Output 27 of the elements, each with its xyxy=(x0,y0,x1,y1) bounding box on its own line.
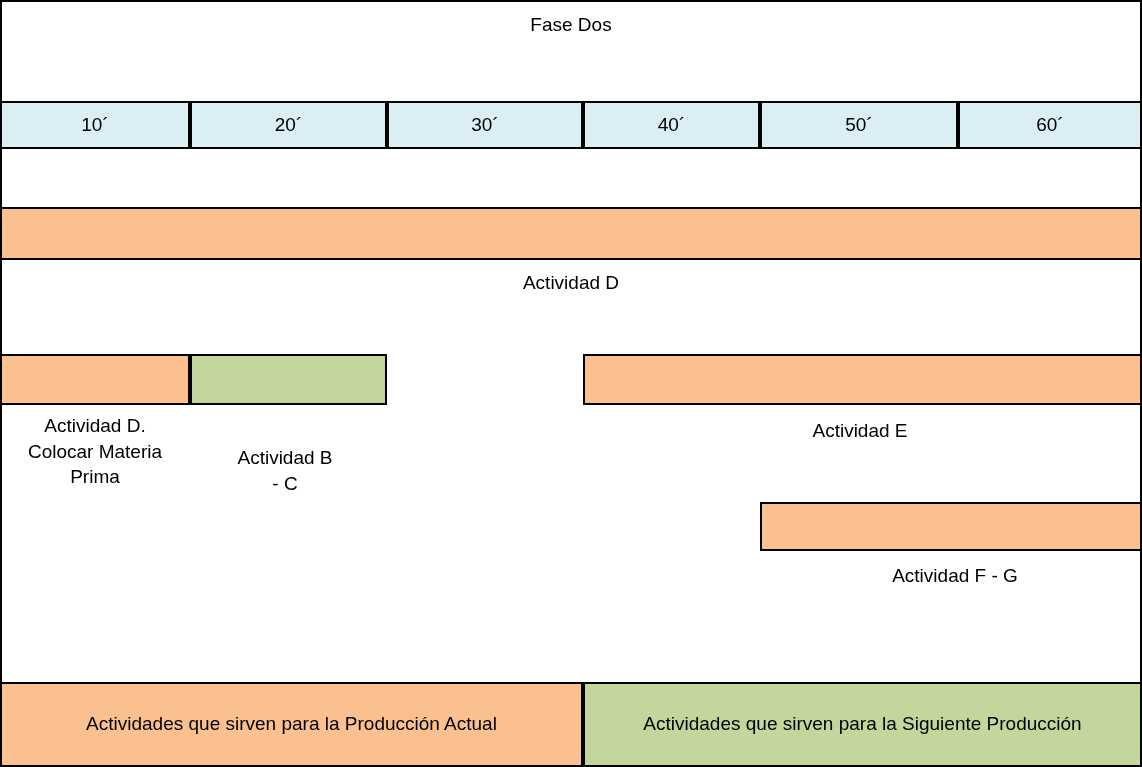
cell-text: Actividades que sirven para la Producción Actual xyxy=(86,712,497,737)
time-cell xyxy=(190,101,387,149)
cell-text: 20´ xyxy=(274,112,303,137)
cell-text: 10´ xyxy=(81,112,109,137)
activity-bar xyxy=(0,207,1142,260)
time-cell xyxy=(958,101,1142,149)
time-cell xyxy=(387,101,583,149)
time-cell xyxy=(760,101,958,149)
cell-text: Actividades que sirven para la Siguiente Producción xyxy=(643,712,1082,737)
time-cell xyxy=(0,101,190,149)
cell-text: 50´ xyxy=(845,112,873,137)
activity-bar xyxy=(190,354,387,405)
activity-bar xyxy=(760,502,1142,551)
diagram-title: Fase Dos xyxy=(529,13,613,37)
summary-box xyxy=(0,682,583,767)
activity-label: Actividad D. Colocar Materia Prima xyxy=(26,414,164,490)
activity-bar xyxy=(583,354,1142,405)
activity-label: Actividad B - C xyxy=(236,446,334,496)
summary-box xyxy=(583,682,1142,767)
cell-text: 40´ xyxy=(657,112,686,137)
activity-bar xyxy=(0,354,190,405)
activity-label: Actividad E xyxy=(811,419,909,443)
time-cell xyxy=(583,101,760,149)
cell-text: 30´ xyxy=(471,112,499,137)
activity-label: Actividad F - G xyxy=(891,564,1019,588)
activity-label: Actividad D xyxy=(521,271,621,295)
cell-text: 60´ xyxy=(1036,112,1064,137)
